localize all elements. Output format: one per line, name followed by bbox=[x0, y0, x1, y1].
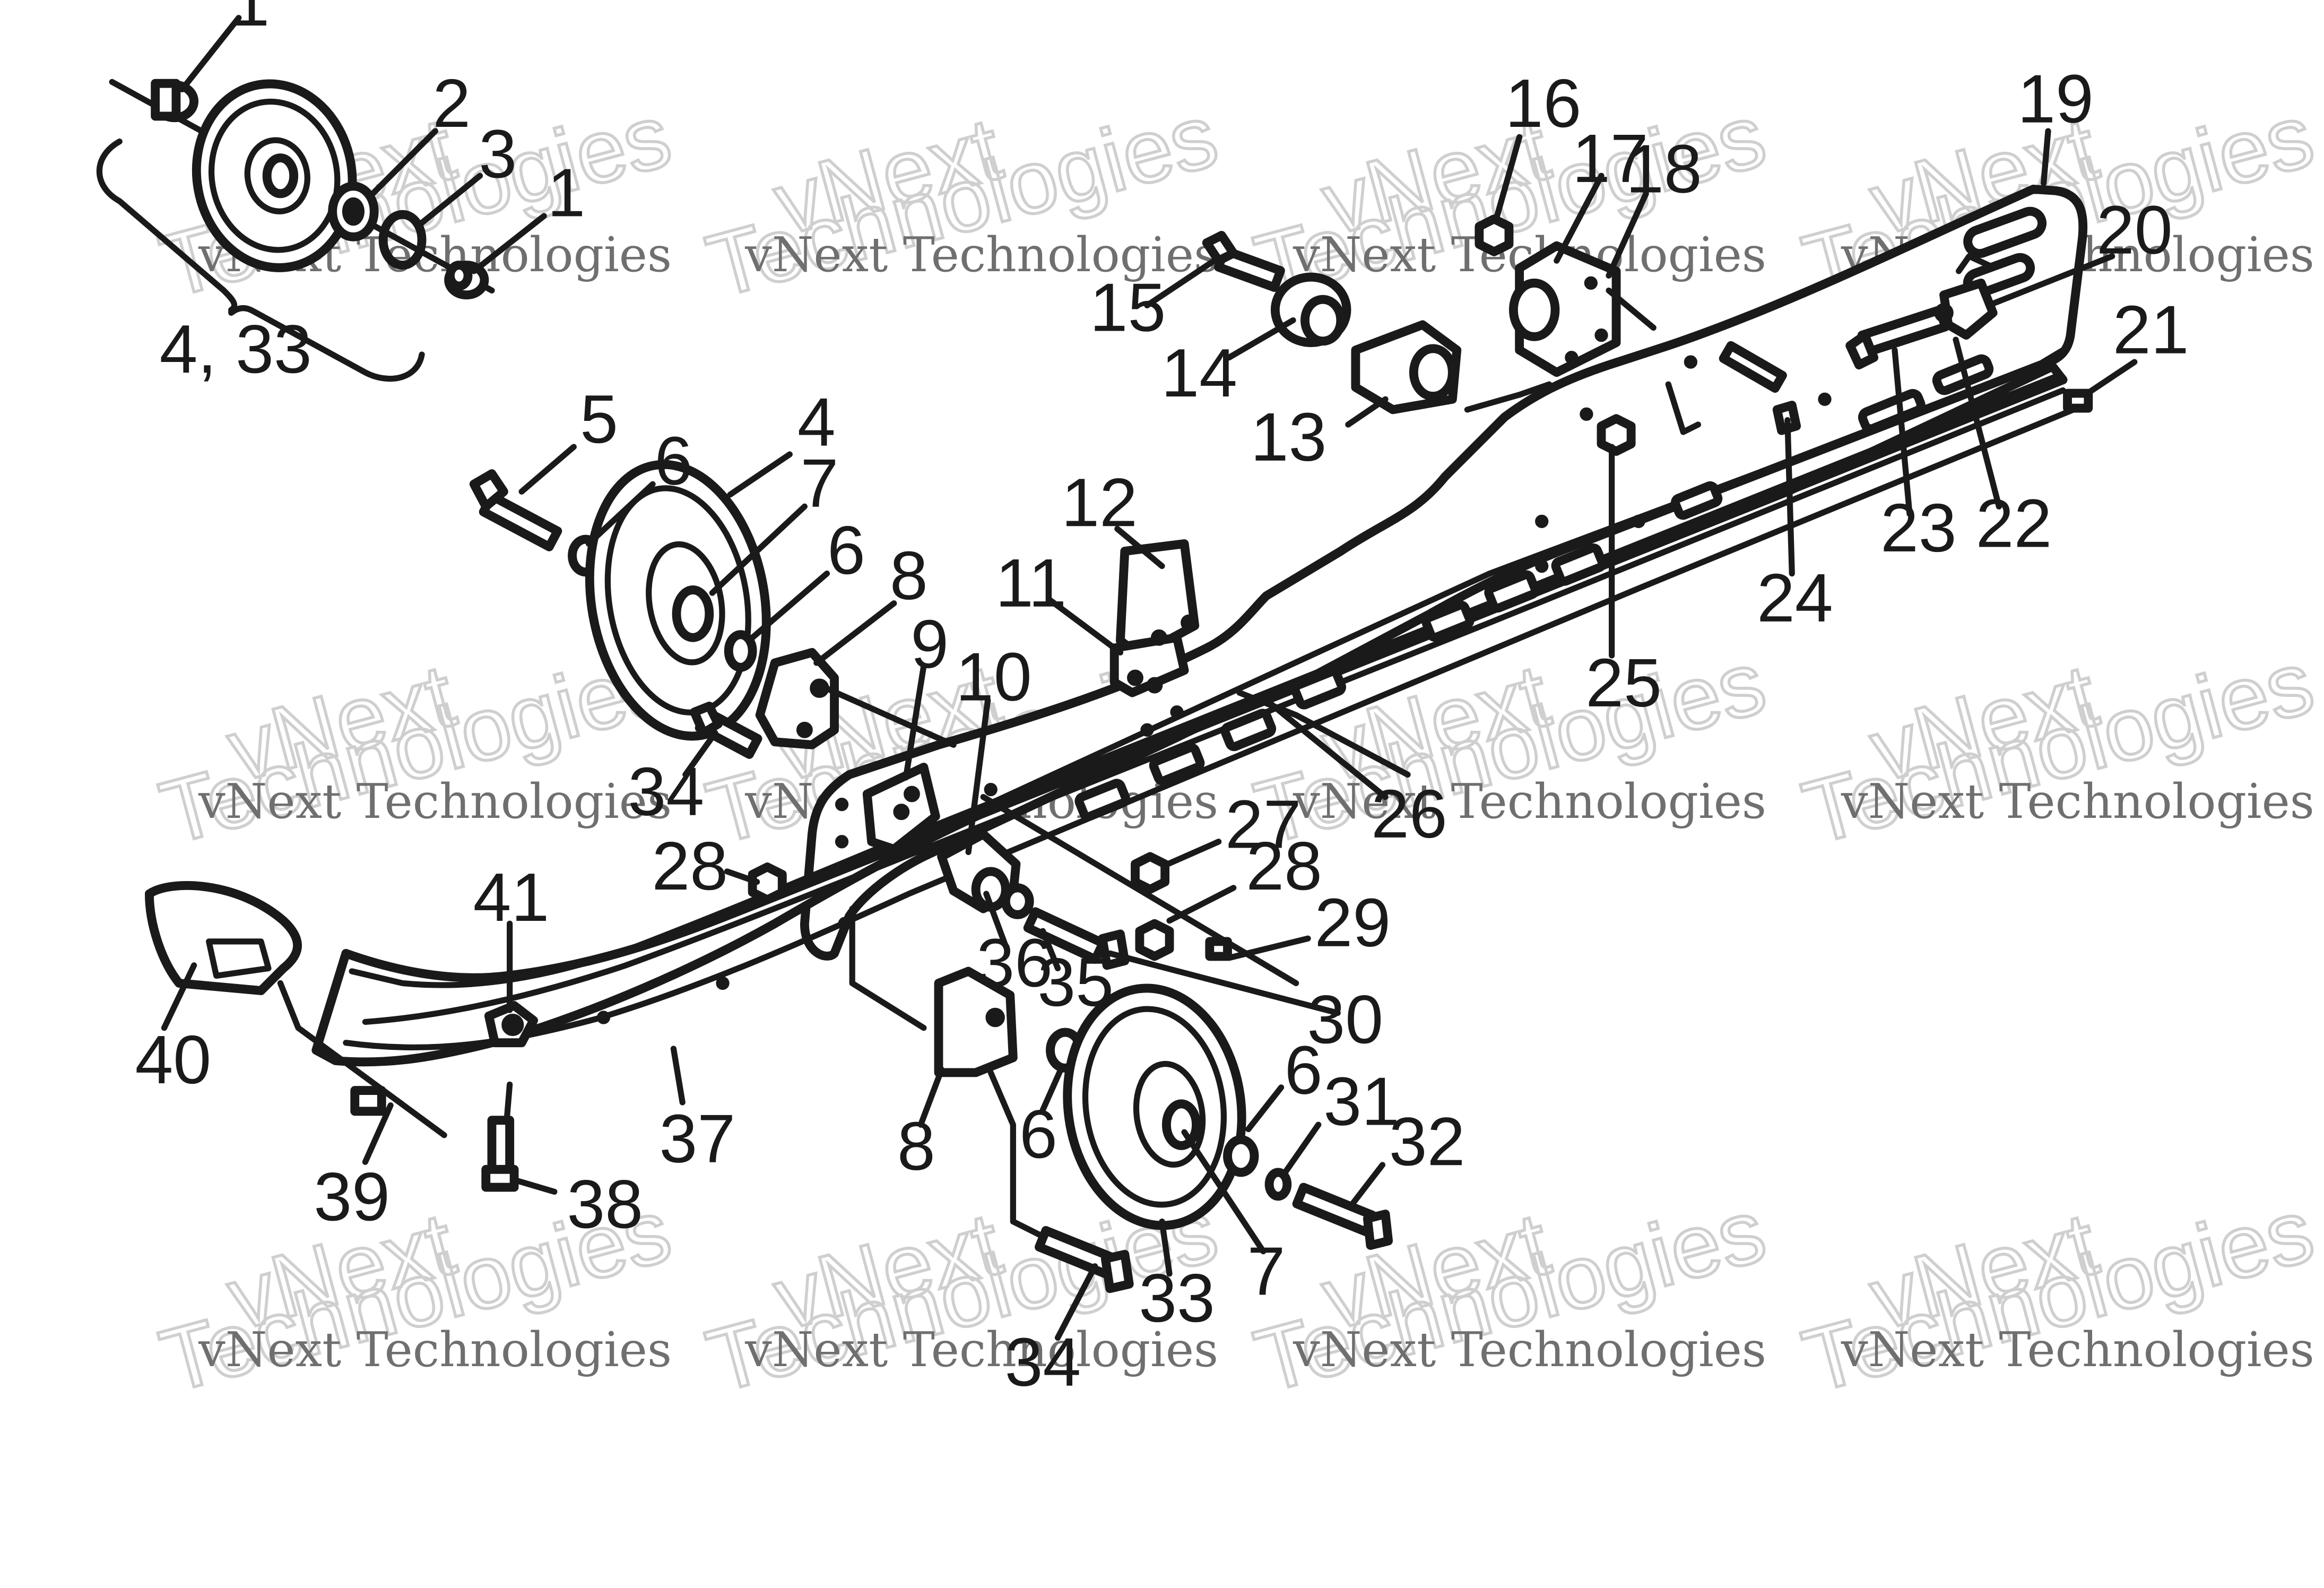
callout-9: 9 bbox=[910, 606, 949, 683]
block-part-17-18 bbox=[1508, 241, 1621, 377]
callout-2: 2 bbox=[432, 65, 471, 142]
bolt-part-5 bbox=[469, 469, 562, 551]
rail-holes bbox=[596, 355, 1832, 1024]
callout-37: 37 bbox=[659, 1101, 735, 1177]
bolt-part-15 bbox=[1202, 231, 1285, 292]
inset-wheel-assembly bbox=[96, 79, 495, 382]
callout-33: 33 bbox=[1139, 1260, 1215, 1336]
callout-39: 39 bbox=[314, 1159, 390, 1235]
callout-4-33: 4, 33 bbox=[160, 311, 312, 387]
watermark-text: vNext Technologies bbox=[744, 1323, 1218, 1378]
callout-1b: 1 bbox=[547, 154, 585, 231]
callout-24: 24 bbox=[1757, 560, 1833, 636]
bolt-part-32 bbox=[1292, 1183, 1393, 1250]
callout-36: 36 bbox=[976, 925, 1053, 1001]
callout-14: 14 bbox=[1161, 335, 1237, 411]
callout-6b: 6 bbox=[827, 512, 865, 589]
callout-10: 10 bbox=[956, 639, 1032, 715]
callout-22: 22 bbox=[1976, 486, 2052, 562]
callout-40: 40 bbox=[135, 1022, 212, 1098]
callout-19: 19 bbox=[2017, 61, 2094, 137]
watermark-text: vNext Technologies bbox=[1293, 1323, 1766, 1378]
callout-23: 23 bbox=[1880, 490, 1957, 566]
nut-part-16 bbox=[1475, 214, 1514, 256]
watermark-text: vNext Technologies bbox=[198, 1323, 672, 1378]
bushing-part-1 bbox=[151, 79, 199, 123]
callout-labels: 1 2 3 1 4, 33 5 6 4 7 6 8 9 10 11 12 13 … bbox=[135, 0, 2189, 1401]
bolt-part-35 bbox=[1023, 907, 1130, 970]
callout-6c: 6 bbox=[1019, 1096, 1057, 1172]
washer-part-6b bbox=[724, 630, 757, 672]
leader-lines bbox=[161, 15, 2138, 1341]
callout-30: 30 bbox=[1307, 981, 1383, 1058]
callout-7a: 7 bbox=[801, 445, 839, 522]
bearing-part-2 bbox=[328, 182, 379, 241]
nut-part-28a bbox=[748, 862, 787, 904]
bracket-part-8a bbox=[755, 648, 839, 749]
callout-31: 31 bbox=[1323, 1064, 1400, 1140]
callout-28a: 28 bbox=[652, 828, 728, 904]
watermark-text: vNext Technologies bbox=[744, 228, 1218, 283]
callout-27: 27 bbox=[1225, 786, 1302, 862]
callout-4: 4 bbox=[797, 384, 836, 461]
callout-8b: 8 bbox=[897, 1108, 935, 1185]
callout-34b: 34 bbox=[1005, 1324, 1081, 1401]
lock-washer-part-31 bbox=[1264, 1168, 1292, 1201]
idler-wheel-part-4 bbox=[585, 460, 771, 741]
nut-part-27 bbox=[1131, 852, 1170, 894]
spacer-part-36 bbox=[1001, 883, 1034, 919]
callout-35: 35 bbox=[1037, 944, 1114, 1021]
callout-11: 11 bbox=[995, 545, 1066, 622]
watermark-text: vNext Technologies bbox=[1841, 774, 2314, 830]
callout-13: 13 bbox=[1251, 399, 1327, 476]
snap-ring-part-3 bbox=[378, 210, 427, 270]
callout-18: 18 bbox=[1626, 131, 1702, 207]
screw-part-38 bbox=[481, 1116, 519, 1192]
bolt-part-34a bbox=[690, 701, 762, 759]
idler-wheel-inset bbox=[192, 79, 357, 272]
callout-8a: 8 bbox=[890, 538, 928, 614]
callout-32: 32 bbox=[1389, 1103, 1465, 1180]
callout-34a: 34 bbox=[628, 754, 705, 830]
callout-25: 25 bbox=[1585, 645, 1662, 721]
callout-26: 26 bbox=[1371, 776, 1447, 852]
bushing-part-14 bbox=[1270, 272, 1351, 347]
callout-15: 15 bbox=[1090, 270, 1166, 346]
watermark-text: vNext Technologies bbox=[198, 774, 672, 830]
callout-20: 20 bbox=[2096, 192, 2173, 269]
callout-6d: 6 bbox=[1285, 1032, 1323, 1109]
callout-21: 21 bbox=[2113, 292, 2189, 368]
callout-41: 41 bbox=[473, 859, 550, 936]
callout-7b: 7 bbox=[1247, 1233, 1286, 1309]
callout-5: 5 bbox=[580, 381, 618, 458]
callout-6a: 6 bbox=[654, 423, 692, 499]
watermark-text: vNext Technologies bbox=[1841, 1323, 2314, 1378]
callout-38: 38 bbox=[567, 1166, 643, 1242]
idler-wheel-part-33 bbox=[1063, 983, 1246, 1230]
callout-12: 12 bbox=[1061, 464, 1138, 541]
block-part-11-12 bbox=[1109, 539, 1200, 697]
callout-29: 29 bbox=[1314, 885, 1391, 961]
nut-part-28b bbox=[1135, 919, 1174, 961]
washer-part-6d bbox=[1223, 1135, 1259, 1177]
callout-28b: 28 bbox=[1246, 828, 1322, 904]
bumper-part-13 bbox=[1351, 320, 1462, 415]
nut-part-25 bbox=[1597, 414, 1636, 456]
callout-17: 17 bbox=[1572, 120, 1649, 197]
end-cap-part-40 bbox=[144, 881, 302, 995]
callout-3: 3 bbox=[479, 116, 517, 192]
callout-16: 16 bbox=[1505, 65, 1582, 142]
tensioner-part-20-22-23 bbox=[1845, 278, 1998, 370]
callout-1: 1 bbox=[231, 0, 270, 40]
rivet-part-39 bbox=[350, 1086, 386, 1116]
